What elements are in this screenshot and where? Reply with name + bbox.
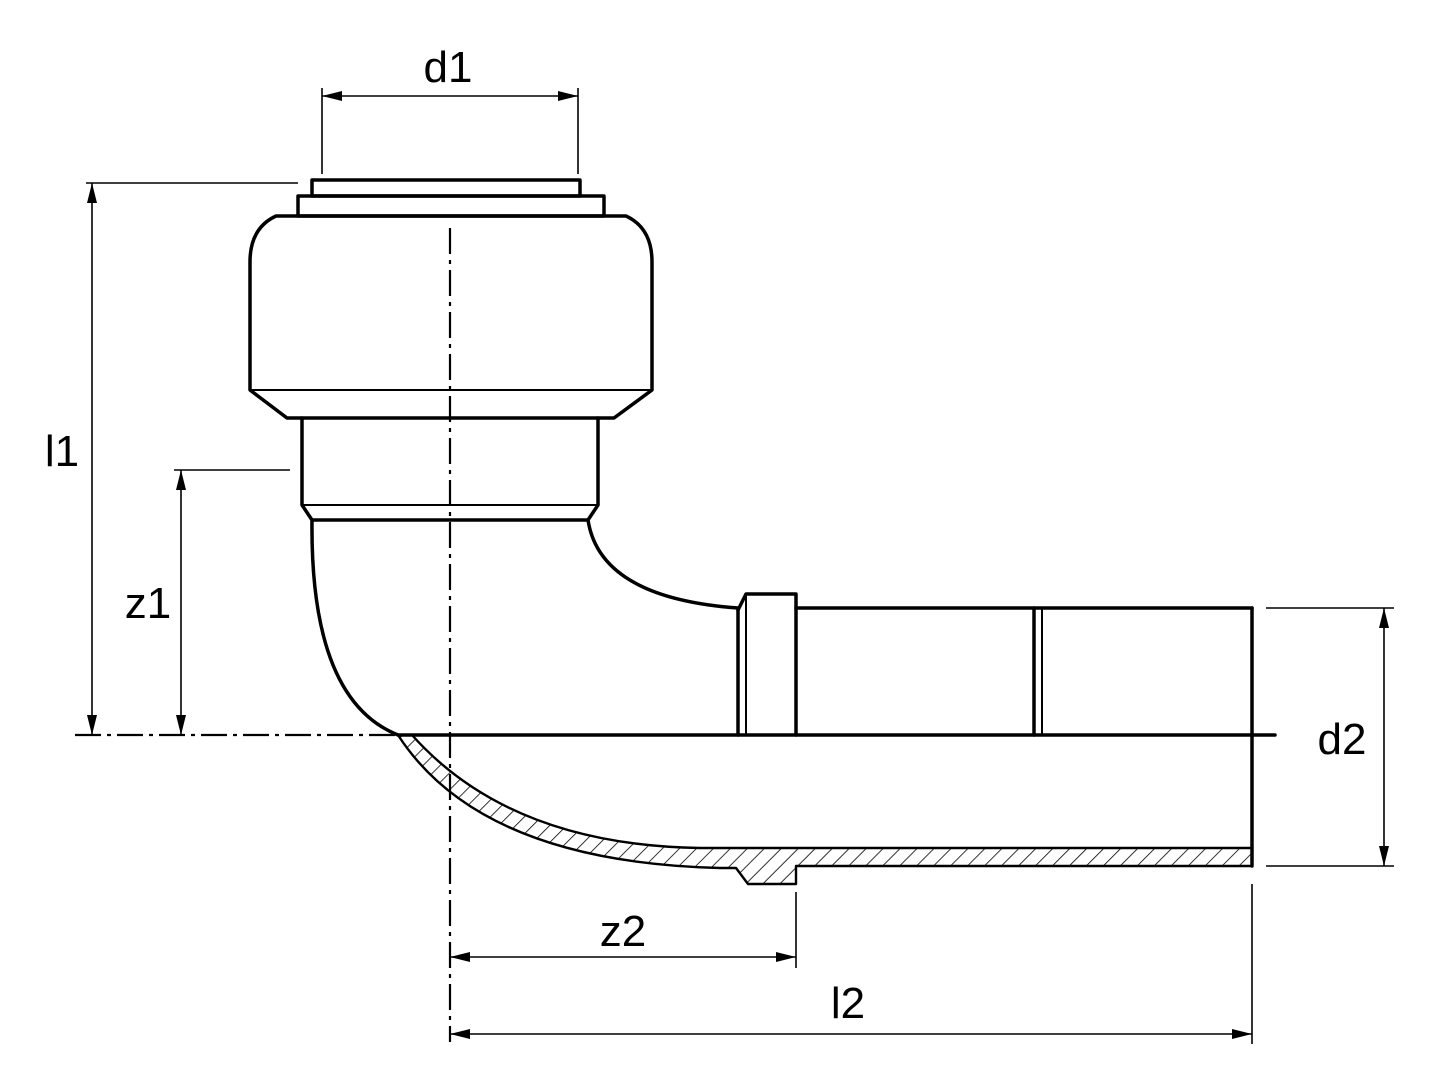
socket-body [248, 178, 654, 522]
label-d2: d2 [1318, 715, 1367, 764]
center-lines [75, 228, 452, 1042]
label-z2: z2 [600, 907, 646, 956]
dimension-labels: d1 l1 z1 d2 z2 l2 [45, 43, 1367, 1028]
spigot [396, 592, 1277, 868]
section-hatch [396, 733, 1254, 886]
label-d1: d1 [424, 43, 473, 92]
label-z1: z1 [125, 579, 171, 628]
label-l1: l1 [45, 427, 79, 476]
elbow-body [310, 518, 740, 737]
label-l2: l2 [831, 979, 865, 1028]
dimensions [86, 88, 1394, 1044]
